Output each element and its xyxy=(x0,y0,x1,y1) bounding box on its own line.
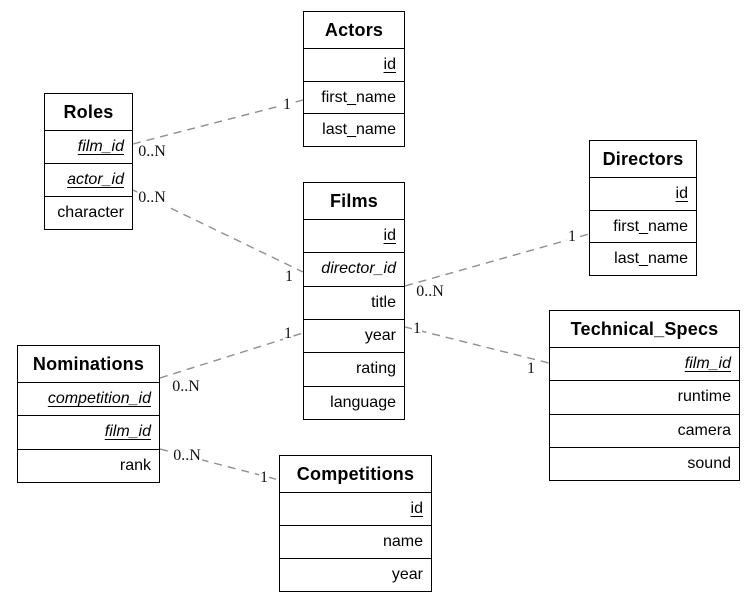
field-label: id xyxy=(410,500,423,517)
entity-table-directors[interactable]: Directors id first_name last_name xyxy=(589,140,697,276)
field-row-camera: camera xyxy=(550,415,739,448)
relationship-line-films-directors xyxy=(404,233,590,287)
field-label: year xyxy=(391,566,423,583)
field-row-rank: rank xyxy=(18,450,159,482)
field-row-first_name: first_name xyxy=(304,82,404,115)
field-label: film_id xyxy=(104,423,151,441)
field-row-actor_id: actor_id xyxy=(45,164,132,197)
field-row-year: year xyxy=(280,559,431,591)
relationship-line-nominations-films xyxy=(159,332,304,379)
field-label: competition_id xyxy=(47,390,151,408)
entity-title: Technical_Specs xyxy=(550,311,739,348)
field-label: language xyxy=(330,393,396,411)
field-label: id xyxy=(383,55,396,73)
cardinality-label: 1 xyxy=(282,96,292,113)
field-label: film_id xyxy=(77,138,124,155)
field-label: last_name xyxy=(322,121,396,139)
field-row-first_name: first_name xyxy=(590,211,696,244)
field-label: last_name xyxy=(614,250,688,268)
field-row-last_name: last_name xyxy=(304,114,404,146)
field-label: id xyxy=(675,184,688,202)
field-label: rank xyxy=(119,456,151,474)
field-row-film_id: film_id xyxy=(45,131,132,164)
cardinality-label: 0..N xyxy=(171,378,201,395)
field-row-film_id: film_id xyxy=(18,416,159,450)
entity-title: Directors xyxy=(590,141,696,178)
field-row-id: id xyxy=(590,178,696,211)
field-row-sound: sound xyxy=(550,448,739,480)
field-label: actor_id xyxy=(67,171,124,188)
cardinality-label: 1 xyxy=(567,228,577,245)
cardinality-label: 1 xyxy=(284,268,294,285)
field-label: film_id xyxy=(684,355,731,373)
field-label: id xyxy=(383,227,396,245)
field-label: rating xyxy=(355,360,396,378)
relationship-line-films-technical_specs xyxy=(404,326,550,364)
cardinality-label: 1 xyxy=(259,469,269,486)
cardinality-label: 0..N xyxy=(137,189,167,206)
field-row-name: name xyxy=(280,526,431,559)
field-label: title xyxy=(371,293,396,311)
cardinality-label: 0..N xyxy=(137,143,167,160)
field-label: camera xyxy=(677,421,731,439)
field-row-id: id xyxy=(280,493,431,526)
entity-title: Nominations xyxy=(18,346,159,383)
field-row-year: year xyxy=(304,320,404,354)
entity-table-roles[interactable]: Roles film_id actor_id character xyxy=(44,93,133,230)
entity-title: Films xyxy=(304,183,404,220)
cardinality-label: 1 xyxy=(283,325,293,342)
field-row-runtime: runtime xyxy=(550,381,739,415)
field-row-film_id: film_id xyxy=(550,348,739,382)
field-row-id: id xyxy=(304,220,404,254)
field-label: runtime xyxy=(677,388,731,406)
field-row-director_id: director_id xyxy=(304,253,404,287)
relationship-line-roles-actors xyxy=(132,99,304,145)
field-label: first_name xyxy=(321,88,396,106)
entity-title: Roles xyxy=(45,94,132,131)
field-row-title: title xyxy=(304,287,404,320)
entity-title: Actors xyxy=(304,12,404,49)
field-row-id: id xyxy=(304,49,404,82)
field-row-language: language xyxy=(304,387,404,419)
field-label: character xyxy=(57,204,124,221)
field-row-character: character xyxy=(45,197,132,229)
field-row-competition_id: competition_id xyxy=(18,383,159,417)
entity-title: Competitions xyxy=(280,456,431,493)
field-label: director_id xyxy=(321,260,396,278)
cardinality-label: 1 xyxy=(526,360,536,377)
field-label: year xyxy=(364,327,396,345)
entity-table-actors[interactable]: Actors id first_name last_name xyxy=(303,11,405,147)
field-label: name xyxy=(382,533,423,550)
entity-table-competitions[interactable]: Competitions id name year xyxy=(279,455,432,592)
cardinality-label: 0..N xyxy=(172,447,202,464)
field-row-rating: rating xyxy=(304,353,404,387)
field-row-last_name: last_name xyxy=(590,243,696,275)
cardinality-label: 0..N xyxy=(415,283,445,300)
field-label: sound xyxy=(687,454,731,472)
field-label: first_name xyxy=(613,217,688,235)
cardinality-label: 1 xyxy=(412,320,422,337)
